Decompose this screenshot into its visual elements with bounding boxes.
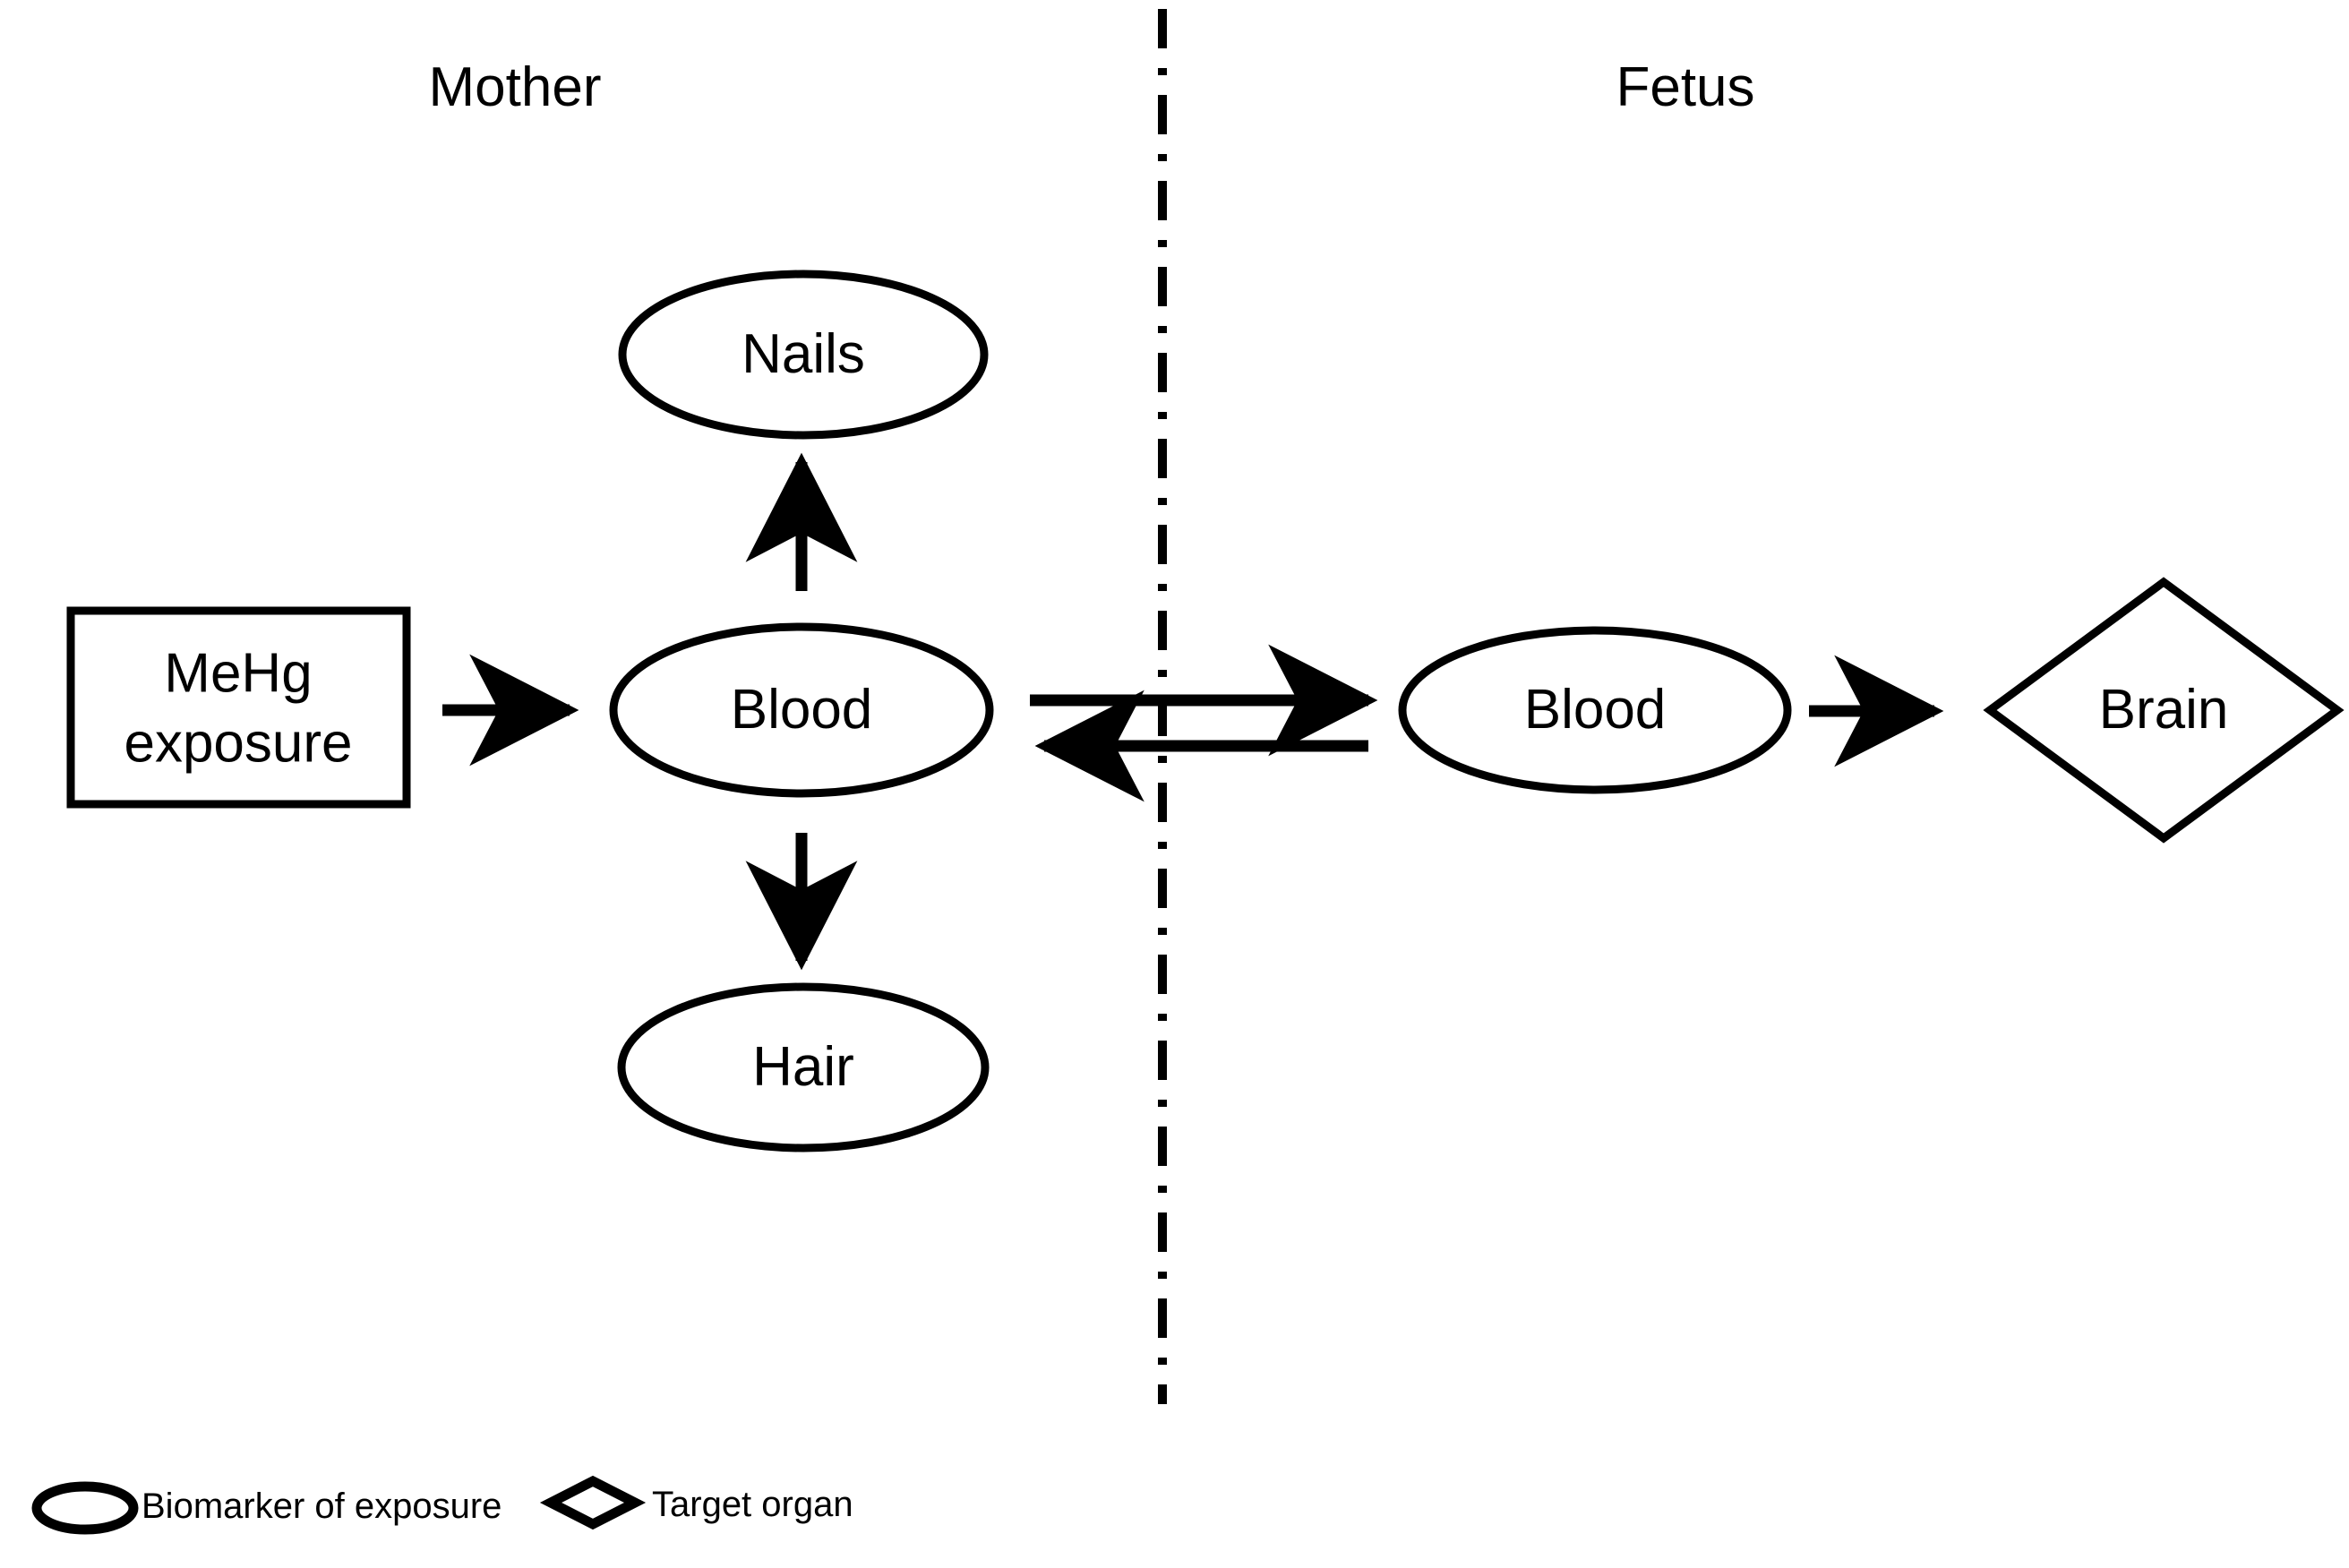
mother-blood-label: Blood (730, 679, 873, 741)
mehg-exposure-label: MeHg exposure (124, 639, 352, 778)
hair-shape (617, 982, 990, 1152)
brain-label: Brain (2098, 679, 2229, 741)
legend-biomarker-icon (31, 1481, 139, 1535)
compartment-label-mother: Mother (428, 56, 602, 118)
fetus-blood-label: Blood (1523, 679, 1667, 741)
brain-shape (1983, 577, 2345, 844)
legend-target-organ-label: Target organ (652, 1485, 853, 1524)
fetus-blood-shape (1398, 626, 1792, 794)
compartment-label-fetus: Fetus (1616, 56, 1755, 118)
mehg-exposure-shape (66, 606, 411, 809)
mehg-exposure-label-line1: MeHg (164, 642, 313, 705)
legend-target-organ-icon (539, 1475, 647, 1530)
mother-blood-shape (609, 622, 994, 798)
hair-label: Hair (752, 1036, 854, 1098)
nails-label: Nails (742, 323, 865, 385)
nails-shape (618, 270, 989, 440)
mehg-exposure-label-line2: exposure (124, 712, 353, 774)
legend-biomarker-label: Biomarker of exposure (141, 1487, 502, 1526)
